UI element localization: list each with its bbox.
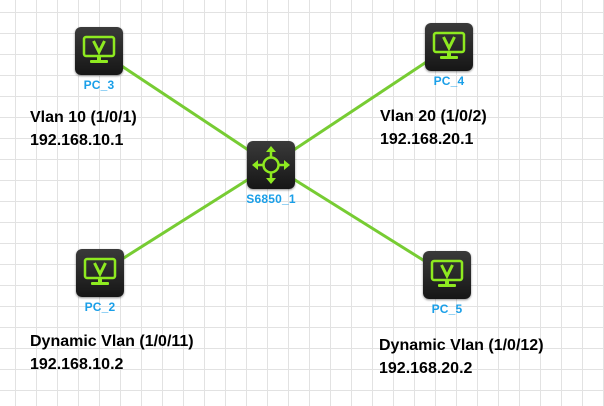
node-label: S6850_1 — [246, 192, 296, 206]
router-icon — [247, 141, 295, 189]
monitor-icon — [425, 23, 473, 71]
ip-address: 192.168.20.2 — [379, 360, 473, 377]
node-label: PC_4 — [433, 74, 465, 88]
node-label: PC_5 — [431, 302, 463, 316]
ip-address: 192.168.10.1 — [30, 132, 124, 149]
monitor-icon — [76, 249, 124, 297]
pc-5-node[interactable]: PC_5 — [422, 251, 472, 316]
ip-address: 192.168.10.2 — [30, 356, 124, 373]
link-pc2-switch — [99, 163, 272, 275]
node-label: PC_3 — [83, 78, 115, 92]
vlan-label: Dynamic Vlan (1/0/12) — [379, 337, 544, 354]
pc-2-node[interactable]: PC_2 — [75, 249, 125, 314]
node-label: PC_2 — [84, 300, 116, 314]
link-pc5-switch — [270, 163, 448, 277]
monitor-icon — [75, 27, 123, 75]
pc-2-annotation: Dynamic Vlan (1/0/11) 192.168.10.2 — [30, 330, 194, 376]
vlan-label: Dynamic Vlan (1/0/11) — [30, 333, 194, 350]
pc-3-annotation: Vlan 10 (1/0/1) 192.168.10.1 — [30, 106, 137, 152]
switch-s6850-1-node[interactable]: S6850_1 — [236, 141, 306, 206]
pc-4-annotation: Vlan 20 (1/0/2) 192.168.20.1 — [380, 105, 487, 151]
link-pc3-switch — [98, 49, 272, 167]
pc-5-annotation: Dynamic Vlan (1/0/12) 192.168.20.2 — [379, 334, 544, 380]
link-pc4-switch — [270, 45, 450, 167]
vlan-label: Vlan 20 (1/0/2) — [380, 108, 487, 125]
vlan-label: Vlan 10 (1/0/1) — [30, 109, 137, 126]
ip-address: 192.168.20.1 — [380, 131, 474, 148]
pc-4-node[interactable]: PC_4 — [424, 23, 474, 88]
monitor-icon — [423, 251, 471, 299]
pc-3-node[interactable]: PC_3 — [74, 27, 124, 92]
